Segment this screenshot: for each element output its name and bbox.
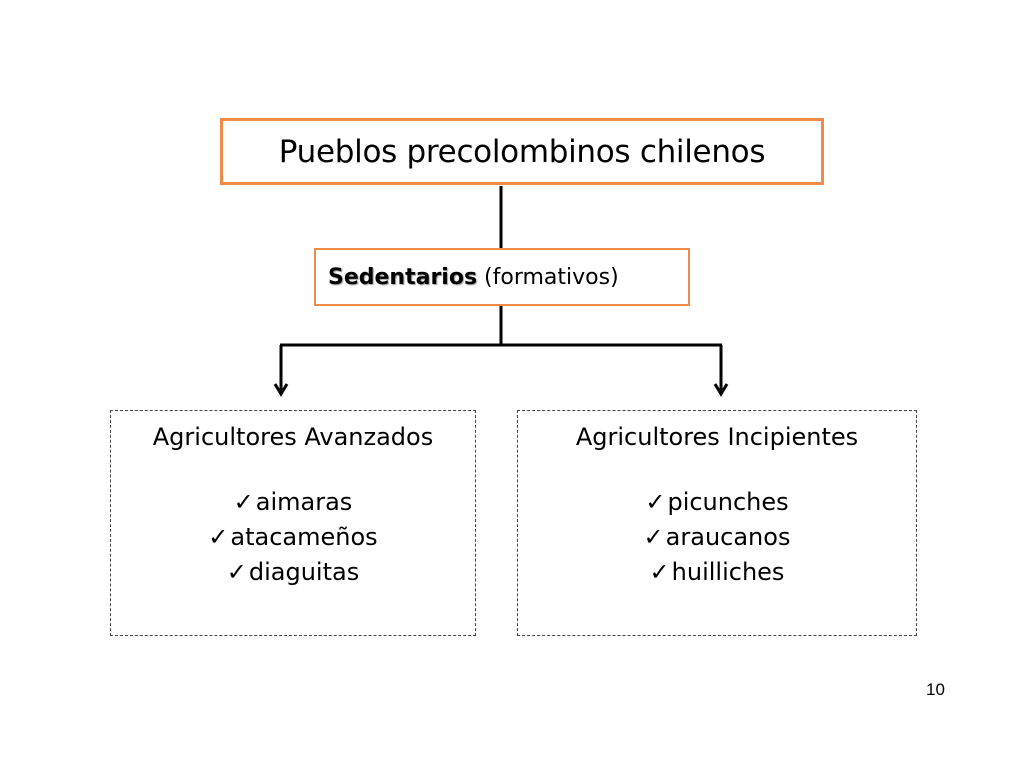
sedentarios-box: Sedentarios (formativos) bbox=[314, 248, 690, 306]
list-item: ✓picunches bbox=[645, 488, 789, 516]
list-item: ✓atacameños bbox=[208, 523, 378, 551]
sedentarios-label: Sedentarios bbox=[328, 264, 478, 290]
title-box: Pueblos precolombinos chilenos bbox=[220, 118, 824, 185]
item-list-incipientes: ✓picunches ✓araucanos ✓huilliches bbox=[644, 485, 791, 590]
check-icon: ✓ bbox=[645, 488, 666, 516]
title-text: Pueblos precolombinos chilenos bbox=[278, 133, 766, 170]
list-item: ✓huilliches bbox=[649, 558, 785, 586]
item-list-avanzados: ✓aimaras ✓atacameños ✓diaguitas bbox=[208, 485, 377, 590]
list-item: ✓diaguitas bbox=[226, 558, 360, 586]
check-icon: ✓ bbox=[208, 523, 229, 551]
check-icon: ✓ bbox=[233, 488, 254, 516]
branch-title-avanzados: Agricultores Avanzados bbox=[152, 423, 434, 451]
check-icon: ✓ bbox=[643, 523, 664, 551]
branch-box-incipientes: Agricultores Incipientes ✓picunches ✓ara… bbox=[517, 410, 917, 636]
branch-box-avanzados: Agricultores Avanzados ✓aimaras ✓atacame… bbox=[110, 410, 476, 636]
arrowhead-left bbox=[273, 383, 289, 397]
branch-title-incipientes: Agricultores Incipientes bbox=[575, 423, 859, 451]
check-icon: ✓ bbox=[226, 558, 247, 586]
sedentarios-qualifier: (formativos) bbox=[477, 264, 619, 290]
arrowhead-right bbox=[713, 383, 729, 397]
list-item: ✓aimaras bbox=[233, 488, 353, 516]
check-icon: ✓ bbox=[649, 558, 670, 586]
page-number: 10 bbox=[926, 680, 945, 699]
list-item: ✓araucanos bbox=[643, 523, 791, 551]
